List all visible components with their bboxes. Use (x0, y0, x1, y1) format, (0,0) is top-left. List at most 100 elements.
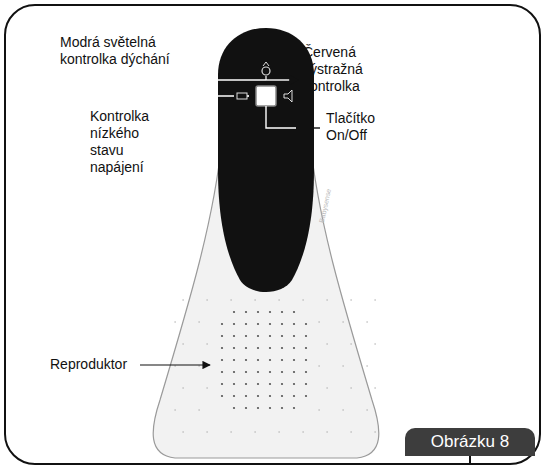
leader-arrow (296, 79, 298, 80)
pad-texture-dot (302, 299, 303, 300)
pad-texture-dot (182, 387, 183, 388)
speaker-hole (233, 371, 235, 373)
speaker-hole (233, 323, 235, 325)
pad-texture-dot (350, 387, 351, 388)
speaker-hole (305, 395, 307, 397)
speaker-hole (245, 371, 247, 373)
speaker-hole (221, 359, 223, 361)
pad-texture-dot (182, 299, 183, 300)
speaker-hole (245, 359, 247, 361)
speaker-hole (293, 371, 295, 373)
speaker-hole (305, 323, 307, 325)
speaker-hole (221, 347, 223, 349)
speaker-hole (293, 359, 295, 361)
pad-texture-dot (350, 431, 351, 432)
speaker-hole (245, 335, 247, 337)
speaker-hole (269, 383, 271, 385)
pad-texture-dot (198, 321, 199, 322)
leader-arrow (162, 76, 170, 84)
pad-texture-dot (278, 431, 279, 432)
pad-texture-dot (318, 409, 319, 410)
part-label: Červená výstražná kontrolka (303, 44, 403, 95)
speaker-hole (293, 407, 295, 409)
speaker-hole (233, 335, 235, 337)
pad-texture-dot (374, 343, 375, 344)
pad-texture-dot (342, 365, 343, 366)
pad-texture-dot (318, 321, 319, 322)
pad-texture-dot (174, 321, 175, 322)
figure-caption: Obrázku 8 (431, 432, 509, 451)
frame (5, 5, 540, 464)
pad-texture-dot (254, 431, 255, 432)
speaker-hole (305, 371, 307, 373)
speaker-hole (221, 395, 223, 397)
speaker-hole (269, 395, 271, 397)
speaker-hole (257, 371, 259, 373)
pad-texture-dot (230, 299, 231, 300)
speaker-hole (257, 335, 259, 337)
pad-texture-dot (350, 299, 351, 300)
speaker-hole (293, 323, 295, 325)
speaker-hole (269, 311, 271, 313)
speaker-hole (233, 383, 235, 385)
pad-texture-dot (366, 321, 367, 322)
pad-texture-dot (198, 409, 199, 410)
pad-texture-dot (326, 387, 327, 388)
pad-texture-dot (318, 365, 319, 366)
speaker-hole (281, 323, 283, 325)
pad-texture-dot (326, 343, 327, 344)
speaker-hole (269, 347, 271, 349)
speaker-hole (233, 311, 235, 313)
speaker-hole (269, 359, 271, 361)
speaker-hole (221, 383, 223, 385)
speaker-hole (257, 359, 259, 361)
pad-texture-dot (254, 299, 255, 300)
pad-texture-dot (206, 343, 207, 344)
pad-texture-dot (182, 431, 183, 432)
leader-line (312, 127, 320, 128)
part-label: Kontrolka nízkého stavu napájení (90, 108, 172, 176)
speaker-hole (257, 347, 259, 349)
pad-texture-dot (326, 299, 327, 300)
battery-icon (237, 93, 247, 99)
leader-line (140, 364, 210, 365)
speaker-hole (305, 359, 307, 361)
pad-texture-dot (366, 365, 367, 366)
speaker-hole (293, 311, 295, 313)
pad-texture-dot (342, 321, 343, 322)
pad-texture-dot (206, 431, 207, 432)
speaker-hole (257, 395, 259, 397)
speaker-hole (293, 347, 295, 349)
on-off-button (256, 86, 276, 106)
speaker-hole (281, 383, 283, 385)
speaker-hole (233, 395, 235, 397)
speaker-hole (221, 323, 223, 325)
pad-texture-dot (278, 299, 279, 300)
leader-arrow (176, 92, 184, 100)
speaker-hole (221, 371, 223, 373)
pad-texture-dot (182, 343, 183, 344)
speaker-hole (257, 323, 259, 325)
pad-texture-dot (326, 431, 327, 432)
speaker-hole (305, 383, 307, 385)
speaker-hole (293, 335, 295, 337)
pad-texture-dot (374, 431, 375, 432)
speaker-hole (245, 347, 247, 349)
pad-texture-dot (374, 299, 375, 300)
speaker-hole (281, 395, 283, 397)
speaker-hole (305, 335, 307, 337)
speaker-holes (221, 311, 307, 409)
leader-line (266, 106, 296, 128)
speaker-hole (245, 407, 247, 409)
pad-texture-dot (230, 431, 231, 432)
part-label: Reproduktor (50, 356, 150, 373)
speaker-hole (245, 311, 247, 313)
pad-texture (174, 299, 375, 432)
speaker-hole (245, 323, 247, 325)
sensor-pad-head (218, 28, 314, 292)
speaker-hole (293, 395, 295, 397)
speaker-hole (233, 347, 235, 349)
speaker-hole (233, 359, 235, 361)
battery-icon (247, 95, 249, 97)
